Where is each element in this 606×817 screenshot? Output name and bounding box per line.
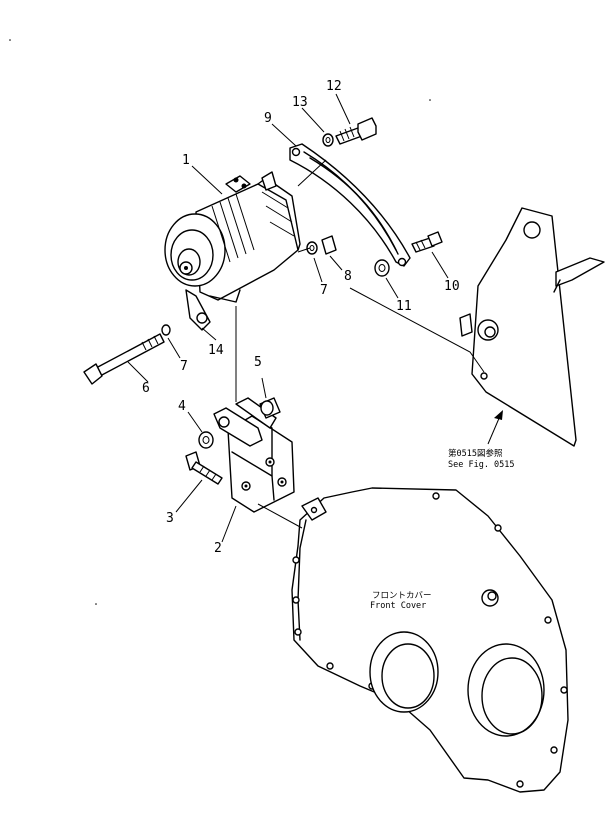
front-cover <box>291 487 569 793</box>
callout-12: 12 <box>326 79 342 94</box>
leader-lines <box>127 93 485 543</box>
callout-14: 14 <box>208 343 224 358</box>
washer-7-upper <box>306 241 318 255</box>
engine-plate <box>459 207 605 447</box>
washer-13 <box>322 133 334 147</box>
bolt-10 <box>411 231 443 253</box>
callout-3: 3 <box>166 511 174 526</box>
callout-2: 2 <box>214 541 222 556</box>
washer-7-lower <box>161 324 171 336</box>
nut-11 <box>374 259 390 277</box>
callout-4: 4 <box>178 399 186 414</box>
bolt-12 <box>335 117 377 145</box>
washer-4 <box>198 431 214 449</box>
callout-9: 9 <box>264 111 272 126</box>
callout-5: 5 <box>254 355 262 370</box>
callout-7a: 7 <box>180 359 188 374</box>
callout-8: 8 <box>344 269 352 284</box>
alternator <box>164 171 301 331</box>
front-cover-label-jp: フロントカバー <box>372 591 432 601</box>
mounting-bracket <box>213 397 295 513</box>
see-fig-label-en: See Fig. 0515 <box>448 460 515 470</box>
callout-11: 11 <box>396 299 412 314</box>
spacer-8 <box>321 235 337 255</box>
callout-6: 6 <box>142 381 150 396</box>
callout-13: 13 <box>292 95 308 110</box>
callout-10: 10 <box>444 279 460 294</box>
see-fig-arrow <box>487 410 503 445</box>
callout-labels: 1 2 3 4 5 6 7 7 8 9 10 11 12 13 14 <box>142 79 460 556</box>
callout-1: 1 <box>182 153 190 168</box>
front-cover-label-en: Front Cover <box>370 601 426 611</box>
see-fig-label-jp: 第0515図参照 <box>448 448 503 459</box>
bolt-6 <box>83 333 165 385</box>
callout-7b: 7 <box>320 283 328 298</box>
bolt-3 <box>185 451 223 485</box>
adjusting-arm <box>289 143 411 267</box>
